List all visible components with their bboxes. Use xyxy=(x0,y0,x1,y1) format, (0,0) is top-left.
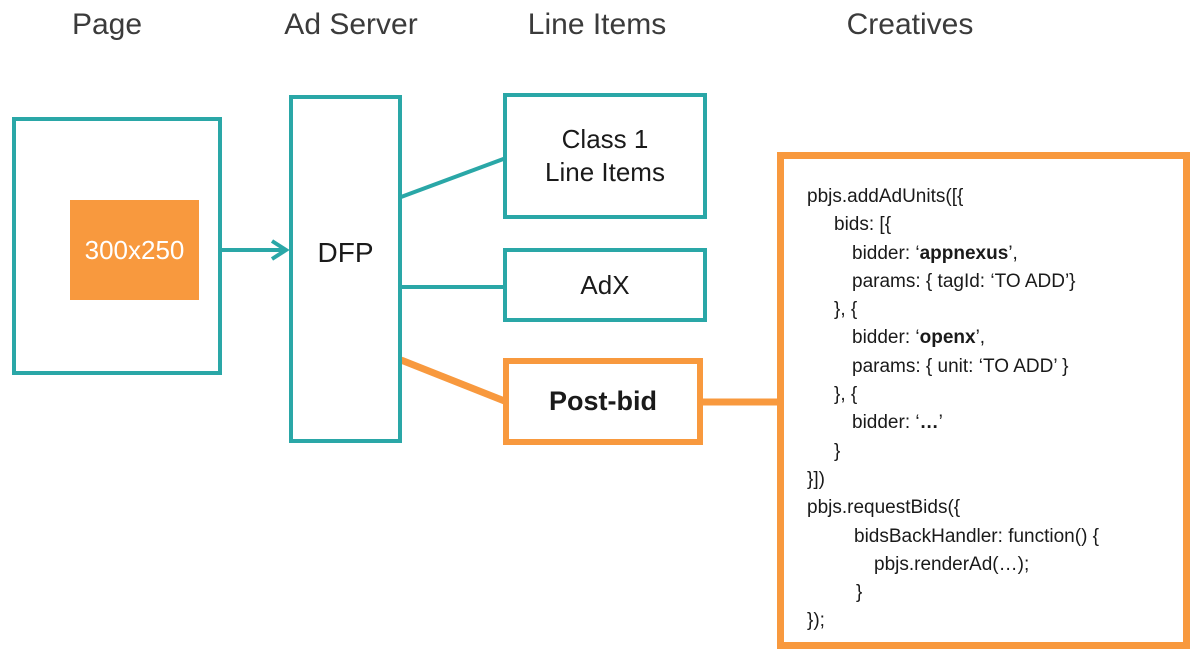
ad-slot-label: 300x250 xyxy=(84,234,185,265)
class1-label-line1: Class 1 xyxy=(561,124,649,154)
postbid-box: Post-bid xyxy=(503,358,703,445)
creatives-code-box: pbjs.addAdUnits([{ bids: [{ bidder: ‘appne… xyxy=(777,152,1190,649)
adx-label: AdX xyxy=(580,269,630,300)
column-header-page: Page xyxy=(71,8,143,41)
class1-label-line2: Line Items xyxy=(545,157,665,187)
column-header-line-items: Line Items xyxy=(527,8,667,41)
code-line: bidder: ‘…’ xyxy=(852,412,943,434)
code-line: } xyxy=(834,440,841,462)
column-header-creatives: Creatives xyxy=(846,8,974,41)
arrow-adslot-to-dfp-head xyxy=(270,239,290,261)
code-line: params: { unit: ‘TO ADD’ } xyxy=(852,355,1069,377)
code-line: bidder: ‘appnexus’, xyxy=(852,242,1018,264)
code-line: }, { xyxy=(834,299,858,321)
code-line: pbjs.addAdUnits([{ xyxy=(807,186,964,207)
code-block: pbjs.addAdUnits([{ bids: [{ bidder: ‘appne… xyxy=(784,159,1183,642)
ad-slot-300x250: 300x250 xyxy=(70,200,199,300)
code-line: pbjs.renderAd(…); xyxy=(874,553,1030,575)
code-line: params: { tagId: ‘TO ADD’} xyxy=(852,270,1076,292)
class1-line-items-box: Class 1 Line Items xyxy=(503,93,707,219)
code-line: }, { xyxy=(834,384,858,406)
postbid-label: Post-bid xyxy=(549,386,657,416)
code-line: pbjs.requestBids({ xyxy=(807,497,961,519)
code-line: bidsBackHandler: function() { xyxy=(854,525,1100,547)
adx-box: AdX xyxy=(503,248,707,322)
code-line: }); xyxy=(807,610,825,632)
dfp-label: DFP xyxy=(317,237,374,268)
code-line: bids: [{ xyxy=(834,214,892,236)
column-header-ad-server: Ad Server xyxy=(284,8,418,41)
line-dfp-to-postbid xyxy=(399,356,509,406)
line-dfp-to-class1 xyxy=(400,156,507,199)
code-line: bidder: ‘openx’, xyxy=(852,327,986,349)
code-line: } xyxy=(856,582,863,604)
dfp-box: DFP xyxy=(289,95,402,443)
code-line: }]) xyxy=(807,468,825,490)
